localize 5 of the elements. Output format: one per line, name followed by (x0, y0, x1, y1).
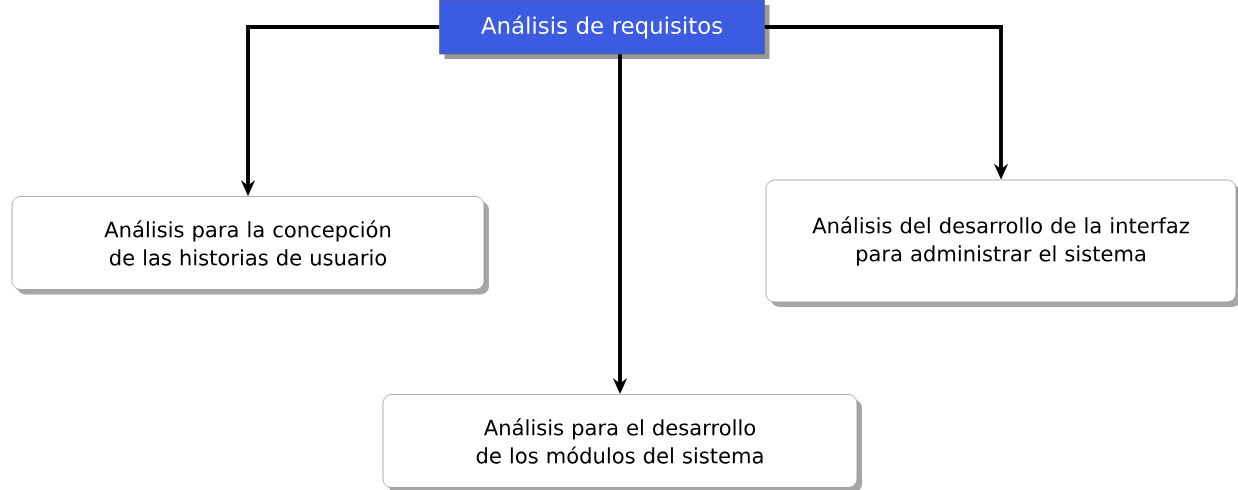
node-label: Análisis para el desarrollo de los módulos del sistema (476, 418, 763, 464)
title-box: Análisis de requisitos (439, 0, 770, 59)
process-box: Análisis para el desarrollo de los módulos del sistema (382, 394, 862, 490)
process-box: Análisis para la concepción de las historias de usuario (11, 196, 489, 295)
process-box: Análisis del desarrollo de la interfaz para administrar el sistema (765, 179, 1238, 307)
